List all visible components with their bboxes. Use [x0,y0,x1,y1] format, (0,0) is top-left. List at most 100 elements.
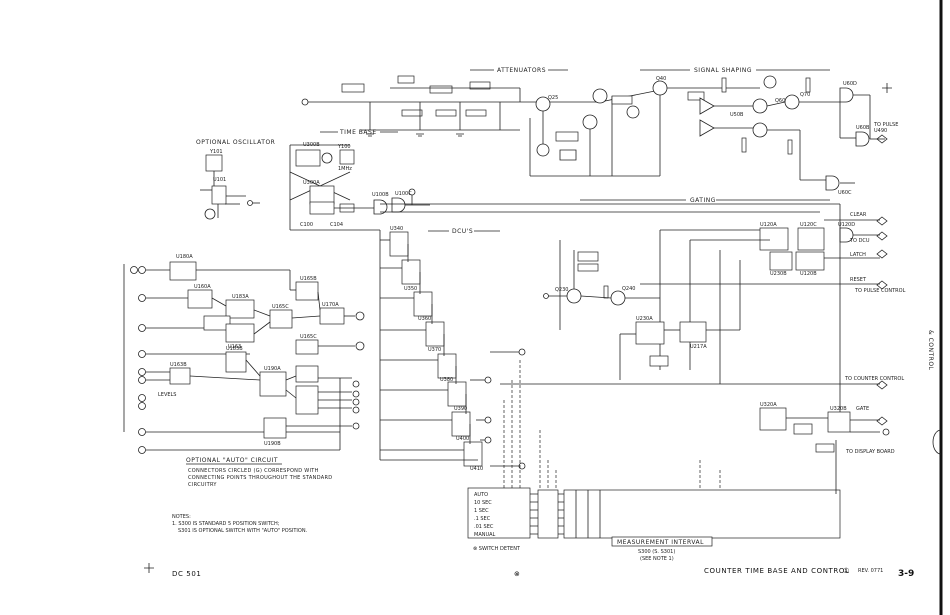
svg-text:U230B: U230B [770,271,787,277]
svg-text:Q40: Q40 [656,76,666,82]
u230a-block [635,321,665,345]
u183b-block [225,351,247,373]
to-display-board-label: TO DISPLAY BOARD [845,449,895,455]
u300b-block [295,149,321,167]
svg-text:U100B: U100B [372,192,389,198]
u120b-block [795,251,825,271]
dcu-block-2 [401,259,421,285]
side-tab-label: & CONTROL [927,330,934,371]
clear-output-label: CLEAR [850,212,867,218]
svg-text:U350: U350 [404,286,417,292]
u180a-block [169,261,197,281]
svg-text:TO PULSE: TO PULSE [873,122,898,128]
latch-output-label: LATCH [850,252,866,258]
q230-transistor [566,288,582,304]
to-counter-control-label: TO COUNTER CONTROL [844,376,904,382]
optional-oscillator-section: OPTIONAL OSCILLATOR Y101 U101 [196,139,275,220]
u60b-gate [855,131,870,147]
attenuator-section: ATTENUATORS [301,67,661,177]
connectors-note: CONNECTORS CIRCLED (G) CORRESPOND WITH C… [188,468,332,488]
time-base-section: TIME BASE U300B Y100 1MHz U300A U100B U1… [289,129,430,231]
svg-text:U160A: U160A [194,284,211,290]
u300a-block [309,185,335,205]
time-base-label: TIME BASE [339,129,377,136]
svg-text:U370: U370 [428,347,441,353]
dcu-section: DCU'S U340 U350 U360 U370 U380 U390 [379,203,840,472]
svg-text:U400: U400 [456,436,469,442]
u190b-block [263,417,287,439]
input-jack [301,98,309,106]
svg-text:U120A: U120A [760,222,777,228]
svg-text:C104: C104 [330,222,343,228]
u160a-block [187,289,213,309]
svg-text:Y101: Y101 [209,149,223,155]
dcu-block-6 [447,381,467,407]
gating-label: GATING [690,197,716,204]
measurement-interval-sub: S300 (S. S301) [638,549,675,555]
dcu-label: DCU'S [452,228,473,235]
notes-block: NOTES: 1. S300 IS STANDARD 5 POSITION SW… [172,514,308,534]
svg-text:U120C: U120C [800,222,817,228]
svg-text:U410: U410 [470,466,483,472]
optional-oscillator-label: OPTIONAL OSCILLATOR [196,139,275,146]
svg-text:U390: U390 [454,406,467,412]
dcu-block-8 [463,441,483,467]
q240-transistor [610,290,626,306]
page-number: 3-9 [898,569,914,579]
u120a-block [759,227,789,251]
dcu-block-4 [425,321,445,347]
footer-center-symbol: ⊗ [514,570,520,578]
svg-text:U340: U340 [390,226,403,232]
svg-text:Q60: Q60 [775,98,785,104]
u165b-block [295,281,319,301]
svg-text:U190A: U190A [264,366,281,372]
gating-section: GATING [500,197,906,455]
svg-text:U165B: U165B [300,276,317,282]
svg-text:U163: U163 [228,344,241,350]
u190a-block [259,371,287,397]
svg-text:U380: U380 [440,377,453,383]
svg-text:U300A: U300A [303,180,320,186]
svg-text:U60D: U60D [843,81,857,87]
u217a-block [679,321,707,343]
footer-model: DC 501 [172,570,201,578]
u320b-block [827,411,851,433]
gate-output-label: GATE [856,406,869,412]
svg-text:U165C: U165C [272,304,289,310]
to-pulse-control-label: TO PULSE CONTROL [854,288,906,294]
svg-text:U217A: U217A [690,344,707,350]
dcu-block-5 [437,353,457,379]
dcu-block-3 [413,291,433,317]
u100b-gate [373,199,388,215]
switch-pos-10sec: 10 SEC [474,500,492,506]
u320a-block [759,407,787,431]
note-1b: S301 IS OPTIONAL SWITCH WITH "AUTO" POSI… [178,528,308,534]
svg-text:U60C: U60C [838,190,852,196]
switch-position-labels: AUTO 10 SEC 1 SEC .1 SEC .01 SEC MANUAL [474,492,496,538]
svg-text:U165C: U165C [300,334,317,340]
svg-text:U230A: U230A [636,316,653,322]
signal-shaping-label: SIGNAL SHAPING [694,67,752,74]
u183a-block [225,299,255,319]
svg-text:U101: U101 [213,177,226,183]
svg-text:U170A: U170A [322,302,339,308]
u100c-gate [391,197,406,213]
svg-text:C100: C100 [300,222,313,228]
svg-text:U190B: U190B [264,441,281,447]
dcu-block-1 [389,231,409,257]
svg-text:U183A: U183A [232,294,249,300]
switch-detent-note: ⊗ SWITCH DETENT [473,546,521,552]
u230b-block [769,251,793,271]
q40-transistor [652,80,668,96]
dcu-block-7 [451,411,471,437]
svg-text:U120D: U120D [838,222,855,228]
svg-text:U100C: U100C [395,191,412,197]
svg-text:U180A: U180A [176,254,193,260]
svg-text:U320B: U320B [830,406,847,412]
signal-shaping-section: SIGNAL SHAPING [548,67,898,196]
u163b-block [169,367,191,385]
notes-heading: NOTES: [172,514,191,520]
u120c-block [797,227,825,251]
footer-title-number: ① [843,567,850,575]
